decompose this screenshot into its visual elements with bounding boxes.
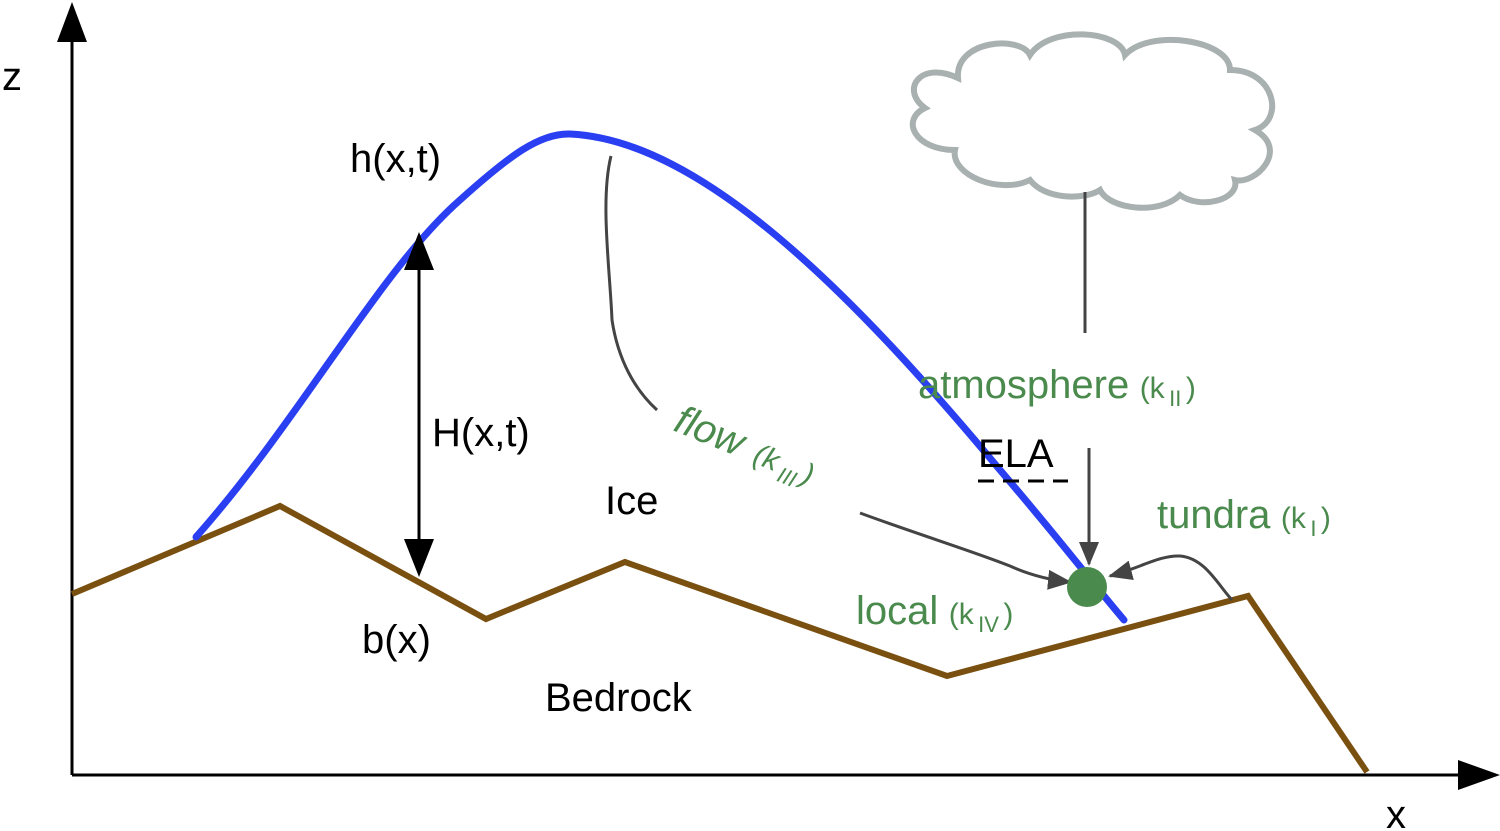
local-name: local — [856, 589, 938, 633]
flow-arrow — [859, 511, 1072, 590]
z-axis-arrowhead — [57, 2, 87, 42]
bed-label: b(x) — [362, 618, 431, 662]
local-k-prefix: (k — [949, 598, 975, 631]
atmosphere-name: atmosphere — [918, 363, 1129, 407]
local-k-sub: IV — [978, 612, 999, 637]
z-axis-label: z — [2, 55, 22, 99]
flow-k-suffix: ) — [794, 456, 818, 491]
tundra-k-sub: I — [1310, 516, 1316, 541]
tundra-coupling-label: tundra (k I ) — [1157, 493, 1331, 541]
ice-label: Ice — [605, 479, 658, 523]
bedrock-profile — [70, 502, 1370, 774]
local-k-suffix: ) — [1003, 598, 1013, 631]
bedrock-label: Bedrock — [545, 676, 693, 720]
flow-k-sub: III — [774, 462, 800, 492]
surface-label: h(x,t) — [350, 137, 441, 181]
thickness-arrow — [404, 232, 434, 577]
tundra-k-suffix: ) — [1321, 502, 1331, 535]
atmosphere-k-prefix: (k — [1140, 372, 1166, 405]
flow-name: flow — [669, 398, 754, 467]
atmosphere-coupling-label: atmosphere (k II ) — [918, 363, 1196, 411]
ice-surface-profile — [192, 130, 1128, 624]
atmosphere-k-suffix: ) — [1186, 372, 1196, 405]
cloud-icon — [909, 31, 1276, 211]
flow-connector-top — [604, 155, 659, 412]
x-axis-arrowhead — [1458, 760, 1500, 790]
tundra-k-prefix: (k — [1281, 502, 1307, 535]
flow-coupling-label: flow (k III ) — [667, 398, 822, 498]
tundra-name: tundra — [1157, 493, 1271, 537]
thickness-label: H(x,t) — [432, 411, 530, 455]
tundra-arrow — [1108, 554, 1234, 602]
local-coupling-label: local (k IV ) — [856, 589, 1013, 637]
atmosphere-k-sub: II — [1169, 386, 1181, 411]
ela-label: ELA — [978, 432, 1054, 476]
x-axis-label: x — [1386, 793, 1406, 831]
ela-node-icon — [1067, 567, 1107, 607]
connectors — [604, 155, 1234, 602]
